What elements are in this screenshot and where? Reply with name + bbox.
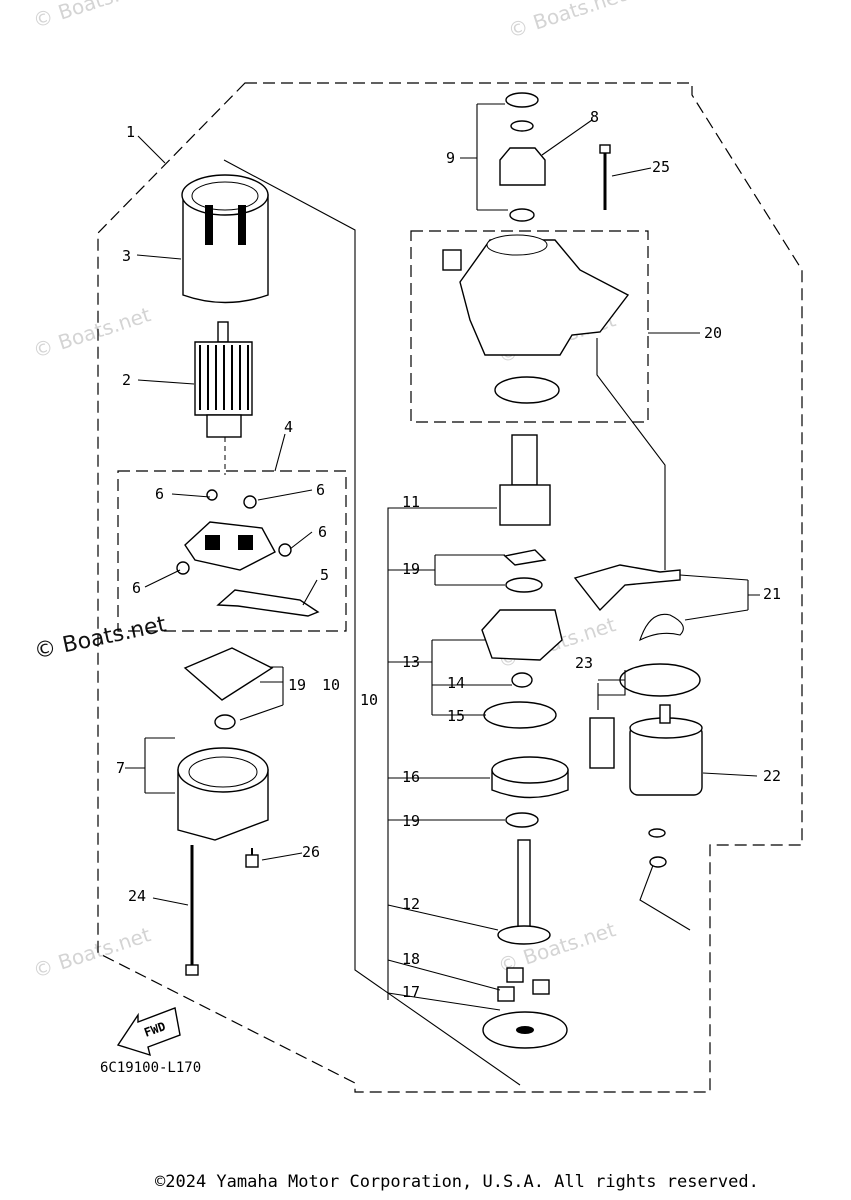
clip-19 — [503, 549, 547, 593]
callout-19: 19 — [288, 676, 306, 694]
copyright-notice: ©2024 Yamaha Motor Corporation, U.S.A. A… — [155, 1172, 759, 1192]
callout-15: 15 — [447, 707, 465, 725]
through-bolt-24 — [185, 845, 199, 976]
callout-20: 20 — [704, 324, 722, 342]
bracket-housing — [442, 234, 630, 404]
callout-17: 17 — [402, 983, 420, 1001]
gear-13 — [481, 609, 563, 729]
callout-14: 14 — [447, 674, 465, 692]
leader-line — [137, 135, 166, 164]
lever-21 — [573, 564, 684, 642]
gear-16 — [491, 756, 569, 828]
fwd-label: FWD — [142, 1019, 167, 1040]
leader-line — [223, 159, 521, 1086]
callout-13: 13 — [402, 653, 420, 671]
leader-line — [257, 489, 313, 501]
housing-box — [410, 230, 649, 423]
leader-line — [261, 852, 303, 861]
leader-line — [597, 670, 626, 710]
brush-holder-box — [117, 470, 347, 632]
callout-16: 16 — [402, 768, 420, 786]
callout-19: 19 — [402, 812, 420, 830]
end-cover-part — [177, 747, 269, 841]
callout-3: 3 — [122, 247, 131, 265]
callout-18: 18 — [402, 950, 420, 968]
diagram-code: 6C19100-L170 — [100, 1060, 202, 1076]
leader-line — [702, 772, 758, 777]
callout-19: 19 — [402, 560, 420, 578]
callout-12: 12 — [402, 895, 420, 913]
leader-line — [152, 897, 189, 906]
callout-6: 6 — [155, 485, 164, 503]
callout-7: 7 — [116, 759, 125, 777]
yoke-part — [181, 174, 269, 304]
leader-line — [387, 507, 512, 1011]
callout-5: 5 — [320, 566, 329, 584]
callout-2: 2 — [122, 371, 131, 389]
shaft-11 — [499, 434, 551, 526]
plunger-23 — [589, 663, 701, 769]
shaft-12 — [497, 839, 551, 945]
stopper-ring — [505, 92, 539, 132]
callout-11: 11 — [402, 493, 420, 511]
leader-line — [302, 579, 318, 606]
leader-line — [611, 167, 652, 177]
leader-line — [460, 103, 508, 211]
leader-line — [541, 119, 593, 156]
leader-line — [289, 531, 313, 550]
callout-6: 6 — [318, 523, 327, 541]
leader-line — [239, 666, 284, 721]
leader-line — [171, 493, 211, 498]
callout-21: 21 — [763, 585, 781, 603]
callout-1: 1 — [126, 123, 135, 141]
brush-holder-part — [176, 489, 320, 617]
pinion-gear — [499, 147, 546, 222]
callout-24: 24 — [128, 887, 146, 905]
callout-25: 25 — [652, 158, 670, 176]
leader-line — [144, 569, 181, 588]
leader-line — [596, 338, 666, 570]
leader-line — [136, 254, 182, 260]
callout-6: 6 — [316, 481, 325, 499]
fwd-arrow: FWD — [116, 1007, 181, 1057]
callout-4: 4 — [284, 418, 293, 436]
callout-23: 23 — [575, 654, 593, 672]
solenoid-22 — [629, 704, 703, 931]
assembly-boundary — [97, 82, 803, 1093]
leader-line — [125, 737, 175, 794]
planet-gears-18 — [497, 967, 550, 1002]
bolt-25 — [599, 144, 611, 210]
plate-17 — [482, 1011, 568, 1049]
armature-part — [194, 321, 253, 475]
leader-line — [137, 379, 195, 385]
callout-26: 26 — [302, 843, 320, 861]
leader-line — [274, 433, 286, 472]
callout-22: 22 — [763, 767, 781, 785]
end-plate-part — [183, 647, 274, 730]
callout-8: 8 — [590, 108, 599, 126]
callout-6: 6 — [132, 579, 141, 597]
callout-10: 10 — [360, 691, 378, 709]
bolt-26 — [245, 848, 259, 868]
callout-9: 9 — [446, 149, 455, 167]
leader-line — [679, 574, 760, 621]
callout-10: 10 — [322, 676, 340, 694]
